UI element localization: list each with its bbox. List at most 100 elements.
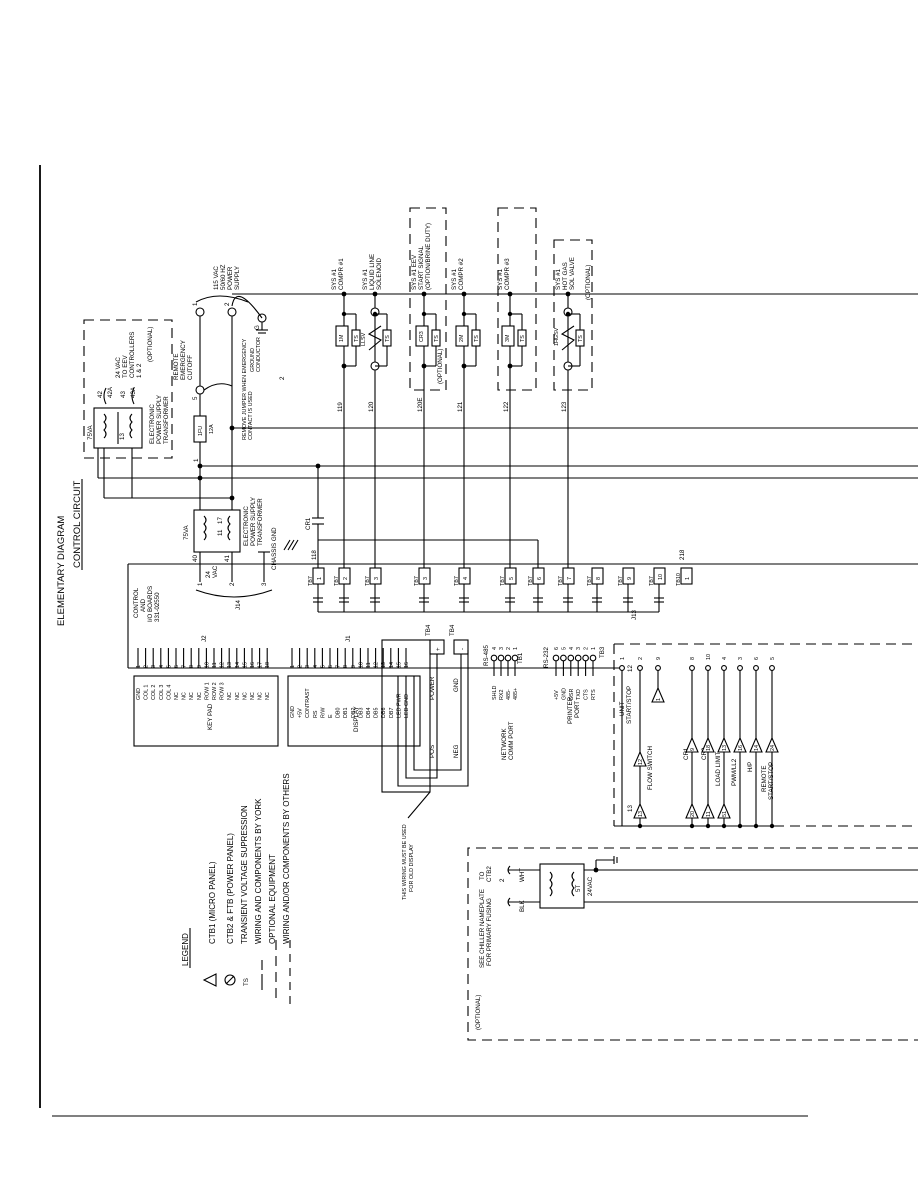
svg-text:75VA: 75VA bbox=[87, 424, 94, 440]
svg-text:TB7: TB7 bbox=[587, 576, 593, 586]
svg-text:CR1: CR1 bbox=[305, 517, 312, 530]
svg-text:THIS WIRING MUST BE USED: THIS WIRING MUST BE USED bbox=[402, 824, 408, 900]
display-pin-number: 10 bbox=[358, 662, 364, 668]
j13-pin-number: 9 bbox=[656, 657, 662, 660]
solenoid-coil-icon bbox=[560, 325, 575, 351]
printer-pin-signal: CTS bbox=[584, 689, 590, 700]
printer-pin-number: 1 bbox=[591, 647, 597, 650]
terminal-icon bbox=[737, 665, 743, 671]
circle-symbol-icon bbox=[224, 974, 236, 986]
wire-number: 123 bbox=[561, 401, 568, 412]
svg-text:GND: GND bbox=[453, 678, 460, 692]
load-label: HOT GAS bbox=[562, 262, 569, 290]
j13-pin-number: 8 bbox=[690, 657, 696, 660]
svg-text:RS-232: RS-232 bbox=[543, 646, 550, 668]
ts-suppressor bbox=[382, 329, 392, 347]
main-transformer: 75VA ELECTRONIC POWER SUPPLY TRANSFORMER… bbox=[183, 497, 299, 610]
keypad-pin-signal: NC bbox=[242, 692, 248, 700]
terminal-icon bbox=[552, 654, 560, 662]
display-pin-signal: LED PWR bbox=[396, 693, 402, 718]
keypad-pin-number: 3 bbox=[151, 665, 157, 668]
svg-text:FOR PRIMARY FUSING: FOR PRIMARY FUSING bbox=[486, 898, 493, 966]
svg-text:CTB2: CTB2 bbox=[486, 866, 493, 882]
load-label: SYS #1 EEV bbox=[411, 254, 418, 290]
title-line-1: ELEMENTARY DIAGRAM bbox=[56, 516, 67, 626]
keypad-pin-number: 12 bbox=[220, 662, 226, 668]
svg-text:40: 40 bbox=[192, 555, 199, 562]
tb4-terminals: + - TB4 TB4 POWER GND POS NEG THIS WIRIN… bbox=[381, 624, 469, 900]
terminal-icon bbox=[497, 654, 505, 662]
display-pin-number: 12 bbox=[374, 662, 380, 668]
keypad-pin-number: 15 bbox=[242, 662, 248, 668]
keypad-pin-number: 5 bbox=[166, 665, 172, 668]
svg-text:TB7: TB7 bbox=[365, 576, 371, 586]
svg-text:42A: 42A bbox=[107, 386, 114, 398]
svg-text:TRANSFORMER: TRANSFORMER bbox=[257, 498, 264, 546]
solenoid-coil-icon bbox=[367, 325, 382, 351]
coil-label: LLSV bbox=[361, 332, 367, 346]
keypad-pin-number: 11 bbox=[212, 662, 218, 668]
svg-text:8: 8 bbox=[596, 577, 602, 580]
display-pin-signal: CONTRAST bbox=[305, 688, 311, 718]
svg-text:75VA: 75VA bbox=[183, 524, 190, 540]
display-pin-signal: DB1 bbox=[343, 708, 349, 719]
ctb1-triangle-icon bbox=[765, 736, 779, 753]
coil-box bbox=[501, 325, 515, 347]
triangle-number: 16 bbox=[738, 745, 744, 751]
network-pin-number: 2 bbox=[506, 647, 512, 650]
svg-text:G: G bbox=[254, 325, 261, 330]
svg-text:3: 3 bbox=[374, 577, 380, 580]
network-pin-number: 3 bbox=[499, 647, 505, 650]
terminal-icon bbox=[511, 654, 519, 662]
svg-text:118: 118 bbox=[311, 550, 318, 560]
svg-text:TB7: TB7 bbox=[500, 576, 506, 586]
keypad-pin-number: 1 bbox=[136, 665, 142, 668]
coil-box bbox=[415, 325, 429, 347]
j13-pin-number: 1 bbox=[620, 657, 626, 660]
keypad-pin-number: 6 bbox=[174, 665, 180, 668]
coil-label: 2M bbox=[459, 334, 465, 342]
svg-text:PRINTER: PRINTER bbox=[567, 696, 574, 724]
svg-text:41: 41 bbox=[224, 555, 231, 562]
svg-text:WIRING AND COMPONENTS BY YORK: WIRING AND COMPONENTS BY YORK bbox=[254, 798, 263, 944]
load-label: SYS #1 bbox=[497, 268, 504, 290]
ts-suppressor bbox=[517, 329, 527, 347]
network-pin-number: 1 bbox=[513, 647, 519, 650]
terminal-icon bbox=[582, 654, 589, 662]
term-5-icon bbox=[195, 385, 205, 395]
svg-text:2: 2 bbox=[499, 878, 506, 882]
svg-text:TB4: TB4 bbox=[425, 624, 432, 636]
triangle-number: 9 bbox=[690, 748, 696, 751]
svg-text:REMOTE: REMOTE bbox=[761, 766, 768, 792]
load-label: LIQUID LINE bbox=[369, 254, 376, 290]
ts-label: TS bbox=[434, 335, 440, 342]
keypad-pin-signal: COL 1 bbox=[144, 685, 150, 700]
display-pin-number: 14 bbox=[389, 662, 395, 668]
display-pin-number: 2 bbox=[298, 665, 304, 668]
terminal-icon bbox=[560, 654, 567, 662]
svg-text:4: 4 bbox=[463, 577, 469, 580]
coil-label: CR3 bbox=[419, 331, 425, 342]
svg-text:2: 2 bbox=[279, 376, 286, 380]
keypad-pin-signal: NC bbox=[182, 692, 188, 700]
svg-text:CONTROL: CONTROL bbox=[133, 587, 140, 618]
compr3-box bbox=[497, 207, 537, 391]
svg-text:LOAD LIMIT: LOAD LIMIT bbox=[715, 751, 722, 786]
display-pin-number: 1 bbox=[290, 665, 296, 668]
keypad-pin-number: 13 bbox=[227, 662, 233, 668]
display-label: DISPLAY bbox=[353, 706, 360, 732]
svg-text:331-02550: 331-02550 bbox=[154, 592, 161, 622]
display-pin-signal: DB4 bbox=[366, 708, 372, 719]
jumper-wire bbox=[203, 383, 233, 391]
tb4-minus-term bbox=[453, 639, 469, 655]
svg-text:POWER SUPPLY: POWER SUPPLY bbox=[250, 497, 257, 546]
display-pin-signal: RS bbox=[313, 710, 319, 718]
keypad-pin-number: 2 bbox=[144, 665, 150, 668]
